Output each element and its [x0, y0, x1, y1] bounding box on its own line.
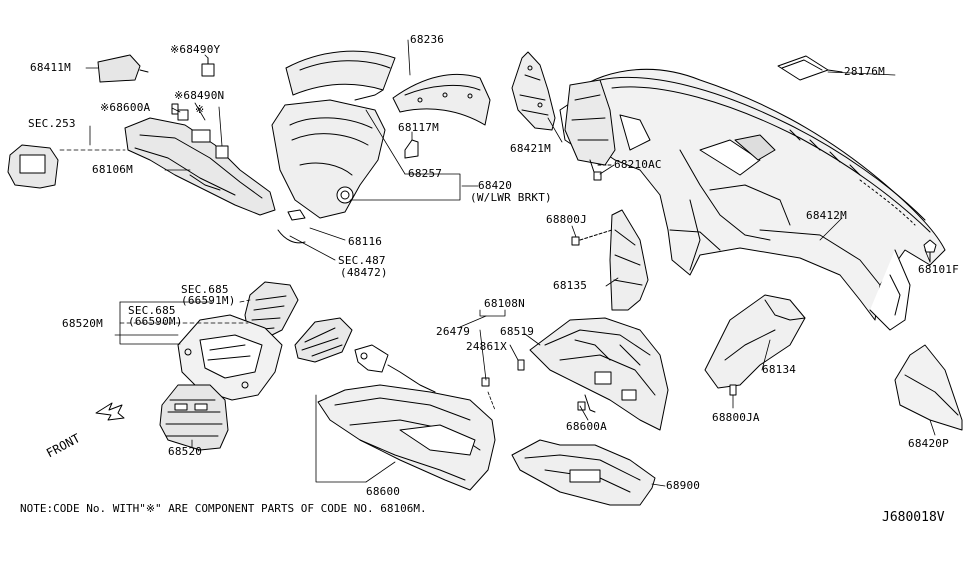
label-SEC685-a: SEC.685	[181, 283, 229, 296]
label-star: ※	[195, 103, 205, 116]
label-68420: 68420	[478, 179, 513, 192]
meter-hood-68236	[285, 50, 396, 101]
part-68411M	[97, 54, 149, 83]
label-68412M: 68412M	[806, 209, 847, 222]
label-68800J: 68800J	[546, 213, 587, 226]
label-68600A: 68600A	[566, 420, 607, 433]
label-68257: 68257	[408, 167, 443, 180]
label-68520: 68520	[168, 445, 203, 458]
label-68134: 68134	[762, 363, 797, 376]
instrument-panel-68412M	[559, 68, 946, 331]
glovebox-68600	[317, 384, 496, 491]
glovebox-lock-rod	[354, 344, 436, 393]
screws	[481, 359, 586, 411]
label-SEC685-b-code: (66590M)	[128, 315, 183, 328]
label-68117M: 68117M	[398, 121, 439, 134]
label-28176M: 28176M	[844, 65, 885, 78]
label-68411M: 68411M	[30, 61, 71, 74]
label-68420-note: (W/LWR BRKT)	[470, 191, 552, 204]
sec253-box	[7, 144, 59, 189]
vent-66590M	[294, 317, 353, 363]
label-68900: 68900	[666, 479, 701, 492]
label-SEC685-b: SEC.685	[128, 304, 176, 317]
label-68600A-star: ※68600A	[100, 101, 151, 114]
bracket-68135	[571, 209, 649, 311]
label-68106M: 68106M	[92, 163, 133, 176]
leader-lines	[59, 39, 936, 487]
label-68135: 68135	[553, 279, 588, 292]
part-68490Y	[201, 57, 215, 77]
part-68600A-star	[171, 103, 179, 115]
glovebox-frame-68108N	[529, 317, 669, 431]
label-68800JA: 68800JA	[712, 411, 760, 424]
label-24861X: 24861X	[466, 340, 507, 353]
label-SEC685-a-code: (66591M)	[181, 294, 236, 307]
footnote: NOTE:CODE No. WITH"※" ARE COMPONENT PART…	[20, 502, 427, 515]
label-68236: 68236	[410, 33, 445, 46]
label-68421M: 68421M	[510, 142, 551, 155]
label-SEC487: SEC.487	[338, 254, 386, 267]
label-68520M: 68520M	[62, 317, 103, 330]
cover-68134	[704, 294, 806, 396]
label-26479: 26479	[436, 325, 471, 338]
label-68116: 68116	[348, 235, 383, 248]
undercover-68900	[511, 439, 656, 506]
panel-68520	[159, 384, 229, 451]
cover-28176M	[777, 55, 843, 81]
meter-cluster-lid-68236	[392, 73, 491, 126]
label-SEC487-code: (48472)	[340, 266, 388, 279]
diagram-code: J680018V	[882, 510, 945, 525]
finisher-68520M	[177, 314, 283, 401]
label-68519: 68519	[500, 325, 535, 338]
bracket-68210AC	[564, 79, 616, 181]
front-arrow-icon	[95, 402, 125, 421]
label-SEC253: SEC.253	[28, 117, 76, 130]
cover-68420P	[894, 344, 963, 431]
label-68490Y: ※68490Y	[170, 43, 221, 56]
duct-68106M	[124, 109, 276, 216]
cluster-bezel-68257	[271, 99, 386, 219]
clip-68116	[277, 209, 306, 244]
label-68101F: 68101F	[918, 263, 959, 276]
label-68420P: 68420P	[908, 437, 949, 450]
label-68490N: ※68490N	[174, 89, 225, 102]
bracket-68421M	[511, 51, 556, 131]
label-68210AC: 68210AC	[614, 158, 662, 171]
label-68600: 68600	[366, 485, 401, 498]
part-68490N	[215, 145, 229, 159]
bracket-68117M	[404, 139, 419, 159]
label-68108N: 68108N	[484, 297, 525, 310]
